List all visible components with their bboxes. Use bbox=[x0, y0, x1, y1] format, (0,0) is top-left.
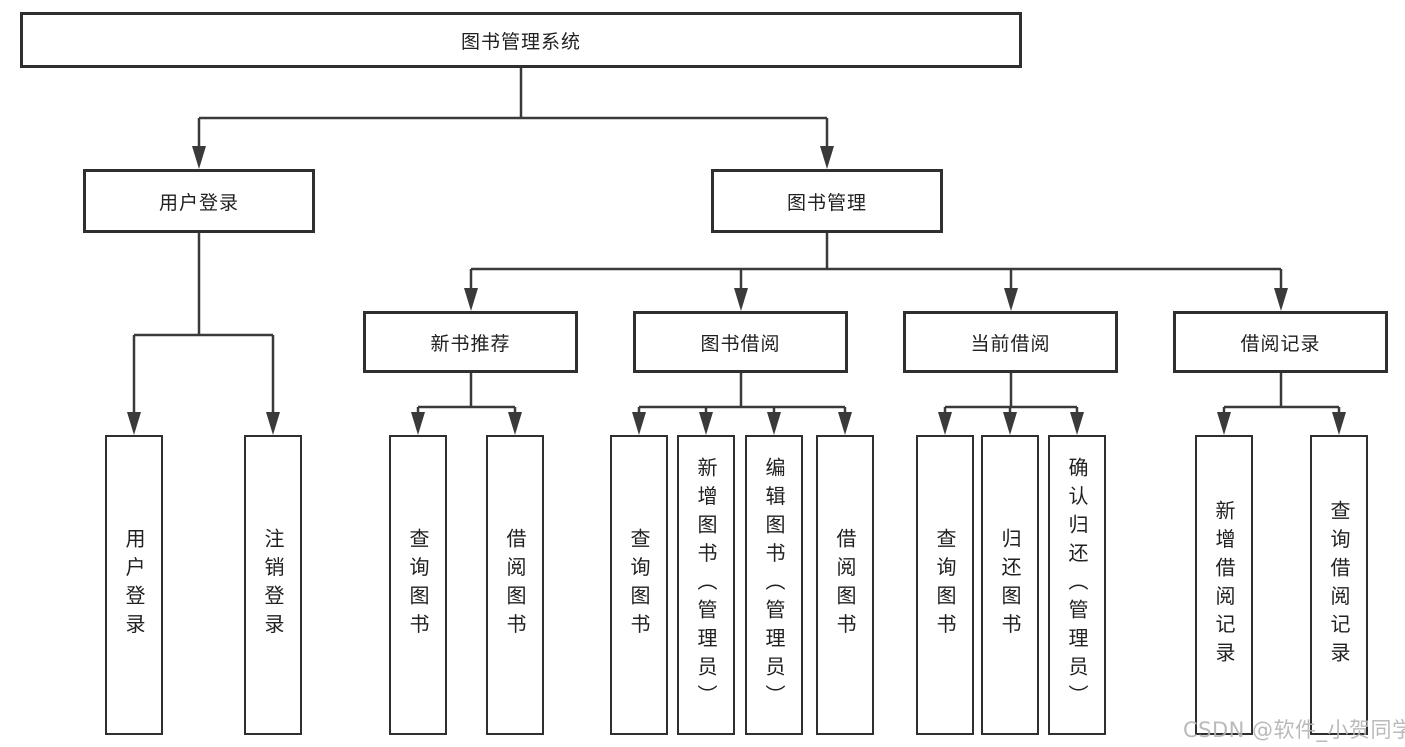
leaf-label: 用户登录 bbox=[122, 528, 146, 642]
node-book-management: 图书管理 bbox=[711, 169, 943, 233]
leaf-query-book-borrow: 查询图书 bbox=[610, 435, 668, 735]
leaf-label: 借阅图书 bbox=[503, 528, 527, 642]
leaf-label: 查询图书 bbox=[627, 528, 651, 642]
leaf-query-book-recommend: 查询图书 bbox=[389, 435, 447, 735]
leaf-edit-book-admin: 编辑图书（管理员） bbox=[745, 435, 803, 735]
leaf-borrow-book: 借阅图书 bbox=[816, 435, 874, 735]
leaf-label: 查询图书 bbox=[933, 528, 957, 642]
leaf-label: 借阅图书 bbox=[833, 528, 857, 642]
node-book-borrow-label: 图书借阅 bbox=[700, 332, 781, 355]
leaf-user-login: 用户登录 bbox=[105, 435, 163, 735]
node-new-book-recommend-label: 新书推荐 bbox=[430, 332, 511, 355]
leaf-add-borrow-record: 新增借阅记录 bbox=[1195, 435, 1253, 735]
leaf-label: 新增借阅记录 bbox=[1212, 499, 1236, 671]
leaf-label: 确认归还（管理员） bbox=[1065, 457, 1089, 713]
leaf-label: 注销登录 bbox=[261, 528, 285, 642]
watermark: CSDN @软件_小贺同学 bbox=[1183, 718, 1405, 742]
leaf-label: 查询图书 bbox=[406, 528, 430, 642]
leaf-add-book-admin: 新增图书（管理员） bbox=[677, 435, 735, 735]
leaf-query-borrow-record: 查询借阅记录 bbox=[1310, 435, 1368, 735]
node-root-label: 图书管理系统 bbox=[460, 30, 581, 53]
leaf-return-book: 归还图书 bbox=[981, 435, 1039, 735]
node-book-management-label: 图书管理 bbox=[786, 191, 867, 214]
arrowhead-icons bbox=[127, 146, 1346, 435]
leaf-query-book-current: 查询图书 bbox=[916, 435, 974, 735]
node-new-book-recommend: 新书推荐 bbox=[363, 311, 578, 373]
leaf-logout: 注销登录 bbox=[244, 435, 302, 735]
leaf-label: 新增图书（管理员） bbox=[694, 457, 718, 713]
leaf-confirm-return-admin: 确认归还（管理员） bbox=[1048, 435, 1106, 735]
node-current-borrow-label: 当前借阅 bbox=[970, 332, 1051, 355]
leaf-label: 查询借阅记录 bbox=[1327, 499, 1351, 671]
leaf-label: 归还图书 bbox=[998, 528, 1022, 642]
node-borrow-records-label: 借阅记录 bbox=[1240, 332, 1321, 355]
node-book-borrow: 图书借阅 bbox=[633, 311, 848, 373]
node-borrow-records: 借阅记录 bbox=[1173, 311, 1388, 373]
leaf-label: 编辑图书（管理员） bbox=[762, 457, 786, 713]
node-root: 图书管理系统 bbox=[20, 12, 1022, 68]
leaf-borrow-book-recommend: 借阅图书 bbox=[486, 435, 544, 735]
node-user-login-label: 用户登录 bbox=[158, 191, 239, 214]
node-user-login: 用户登录 bbox=[83, 169, 315, 233]
node-current-borrow: 当前借阅 bbox=[903, 311, 1118, 373]
